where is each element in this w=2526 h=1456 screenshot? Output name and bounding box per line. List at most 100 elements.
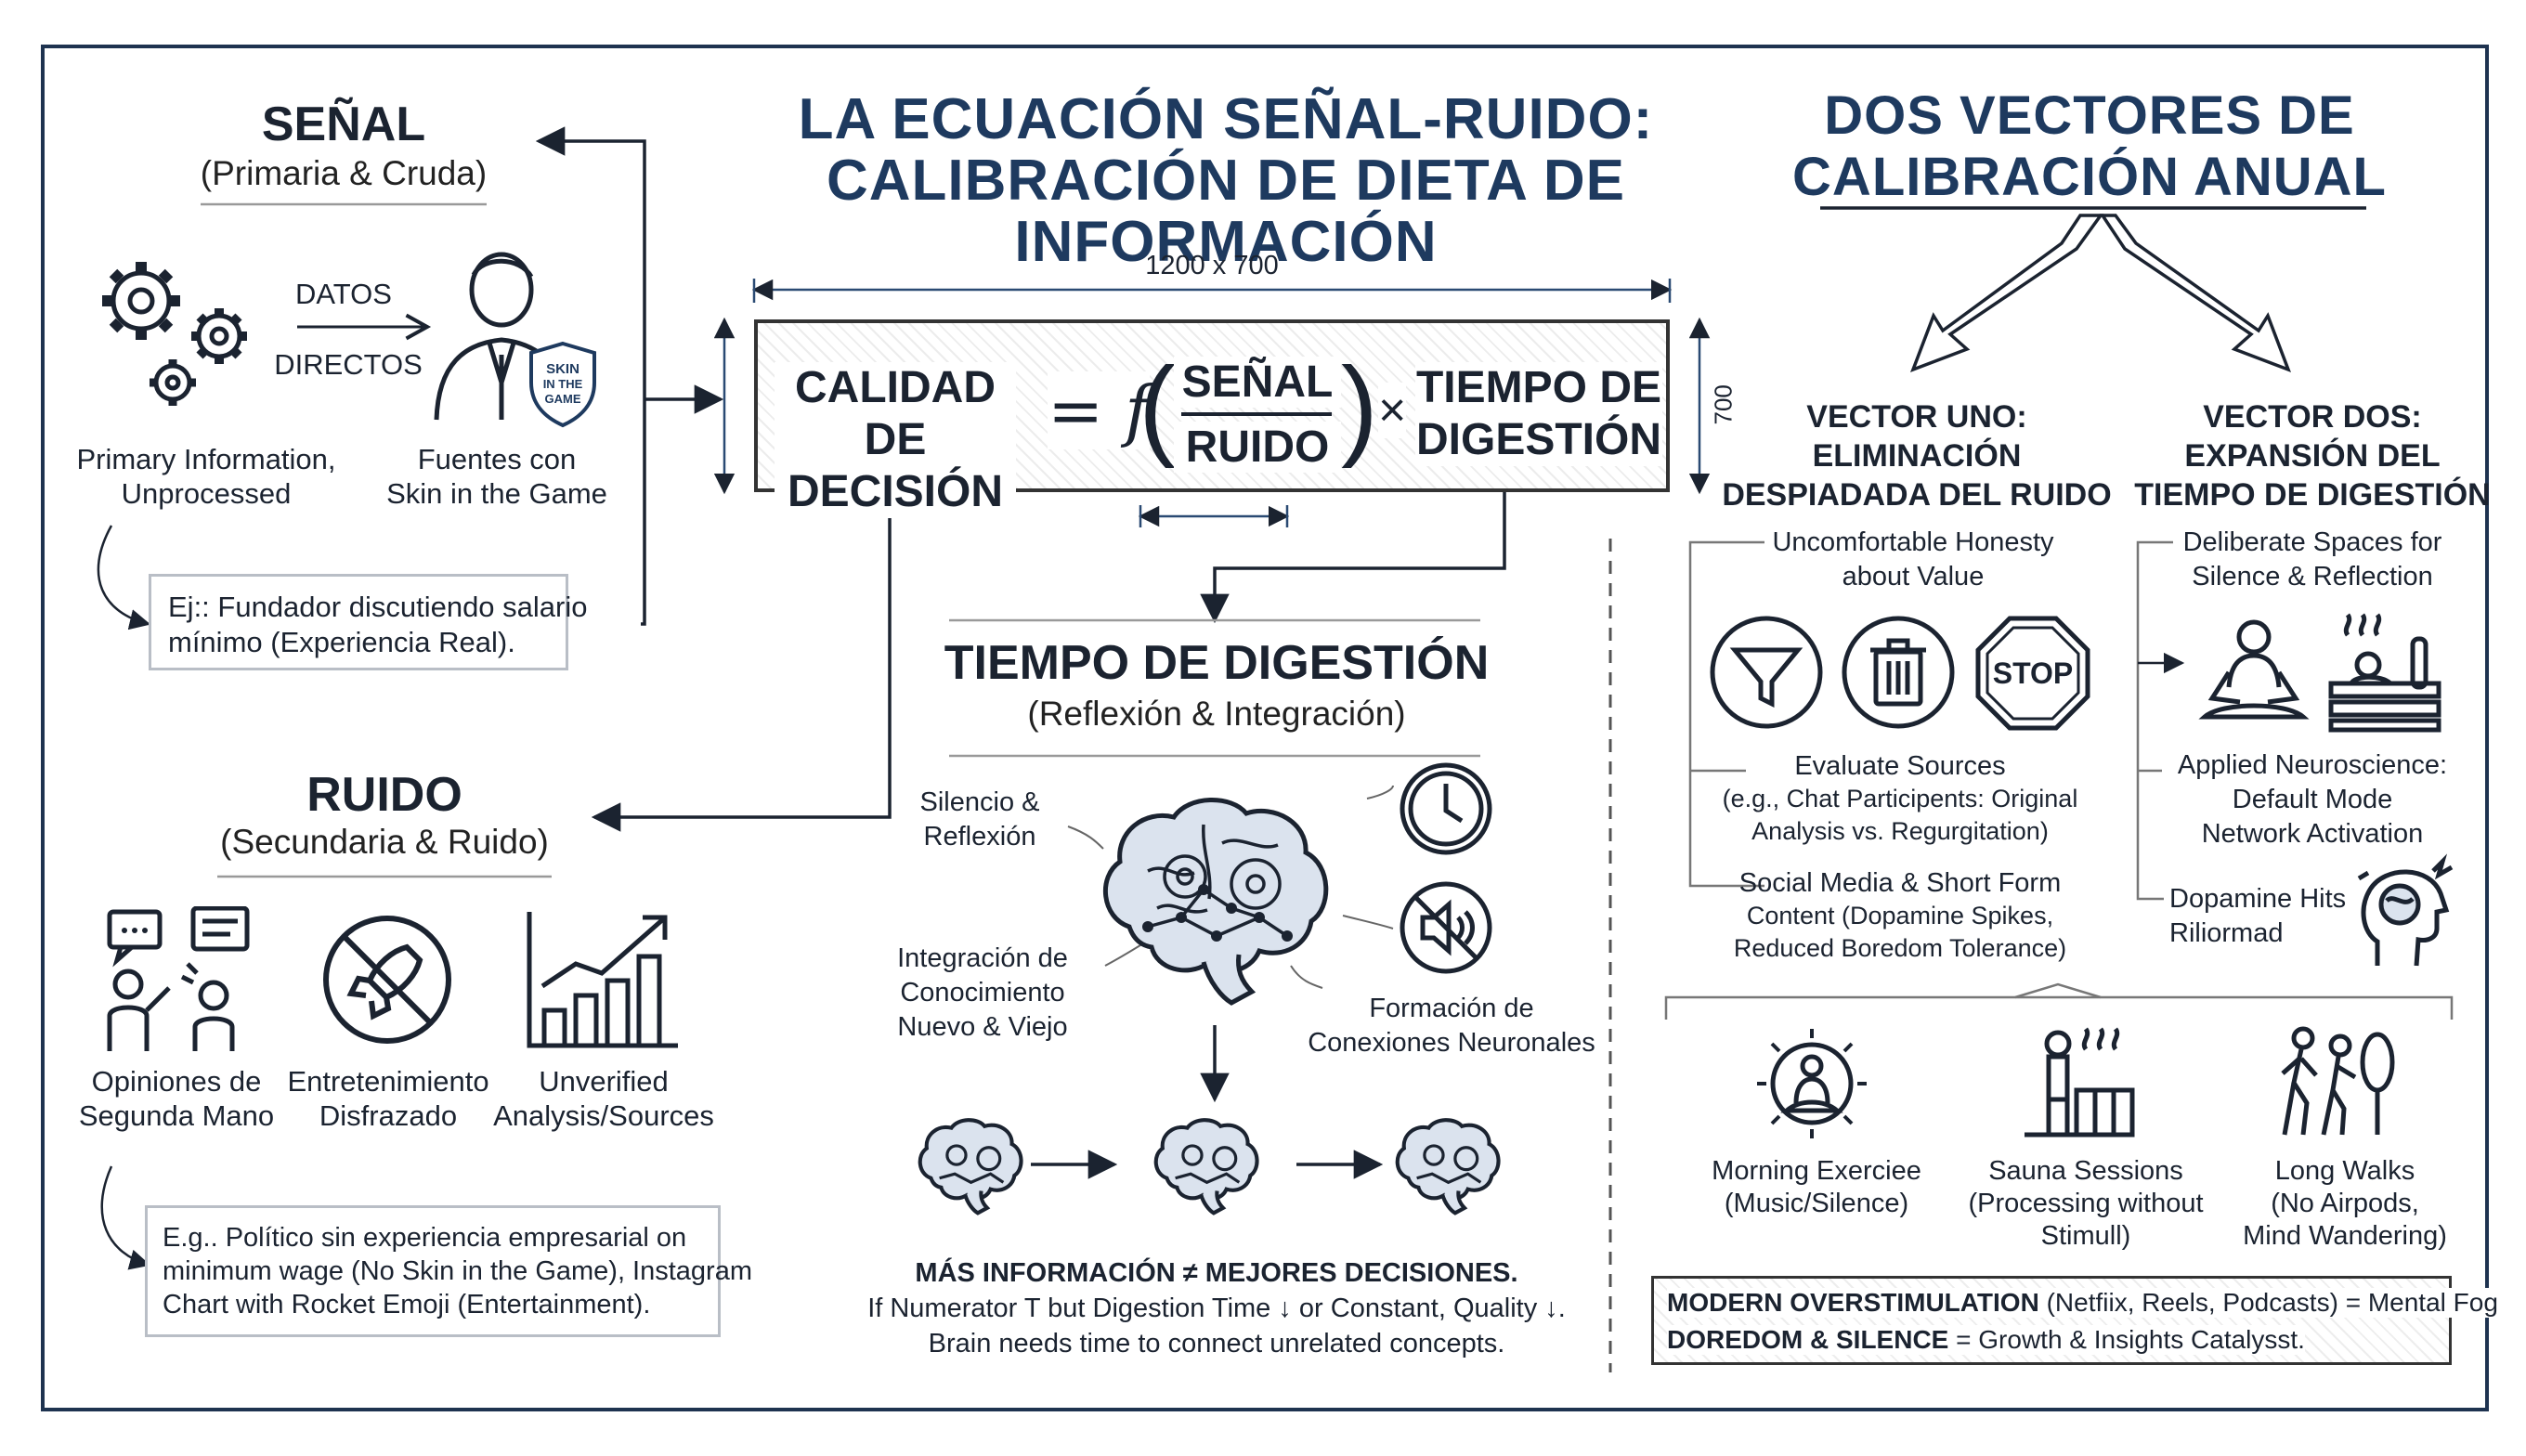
head-brain-icon xyxy=(2357,853,2454,967)
formula-box: CALIDAD DE DECISIÓN = f ( SEÑAL RUIDO ) … xyxy=(754,319,1670,518)
noise-example-3: Chart with Rocket Emoji (Entertainment). xyxy=(163,1290,651,1320)
arrow-to-noise xyxy=(591,492,892,832)
digestion-note-3: Brain needs time to connect unrelated co… xyxy=(928,1329,1505,1358)
primary-caption-1: Primary Information, xyxy=(76,443,336,475)
digestion-note-2: If Numerator T but Digestion Time ↓ or C… xyxy=(867,1294,1566,1323)
funnel-icon xyxy=(1710,616,1823,729)
v1-item-3: Social Media & Short Form Content (Dopam… xyxy=(1705,867,2095,965)
v1-item-3-l3: Reduced Boredom Tolerance) xyxy=(1733,934,2067,962)
practice-3-l1: Long Walks xyxy=(2274,1156,2415,1186)
v2-item-3: Dopamine Hits Riliormad xyxy=(2169,882,2374,951)
v2-item-1-l2: Silence & Reflection xyxy=(2192,562,2433,592)
vector-one-title-3: DESPIADADA DEL RUIDO xyxy=(1722,477,2112,513)
v1-item-2-l1: Evaluate Sources xyxy=(1794,751,2006,781)
v2-item-3-l1: Dopamine Hits xyxy=(2169,884,2347,914)
v1-item-1-l2: about Value xyxy=(1842,562,1985,592)
v2-item-2-l1: Applied Neuroscience: xyxy=(2177,750,2448,780)
paren-left: ( xyxy=(1139,344,1176,469)
sauna-icon xyxy=(2328,613,2441,733)
vector-one-title-1: VECTOR UNO: xyxy=(1806,399,2027,435)
digestion-note-1: MÁS INFORMACIÓN ≠ MEJORES DECISIONES. xyxy=(915,1258,1518,1288)
formula-left-2: DECISIÓN xyxy=(787,467,1004,516)
formation-label: Formación de Conexiones Neuronales xyxy=(1308,992,1595,1060)
v1-item-1: Uncomfortable Honesty about Value xyxy=(1746,526,2080,594)
formula-right-1: TIEMPO DE xyxy=(1415,363,1662,412)
primary-caption: Primary Information, Unprocessed xyxy=(67,442,345,511)
badge-text-2: IN THE xyxy=(543,377,583,391)
mute-icon xyxy=(1400,881,1492,974)
v1-item-3-l2: Content (Dopamine Spikes, xyxy=(1746,902,2054,930)
integration-label-2: Conocimiento xyxy=(900,978,1065,1008)
v2-item-2-l2: Default Mode xyxy=(2232,785,2393,814)
v1-item-1-l1: Uncomfortable Honesty xyxy=(1772,527,2054,557)
practice-2-l1: Sauna Sessions xyxy=(1988,1156,2183,1186)
noise-item-1-l1: Opiniones de xyxy=(91,1065,262,1098)
fraction-bar xyxy=(1181,412,1332,416)
primary-caption-2: Unprocessed xyxy=(121,477,292,510)
v2-item-1-l1: Deliberate Spaces for xyxy=(2182,527,2442,557)
stop-sign-icon: STOP xyxy=(1975,616,2090,731)
practice-3: Long Walks (No Airpods, Mind Wandering) xyxy=(2229,1155,2461,1253)
practice-1-l2: (Music/Silence) xyxy=(1724,1189,1909,1218)
footer-line-2-bold: DOREDOM & SILENCE xyxy=(1667,1325,1949,1354)
practice-2: Sauna Sessions (Processing without Stimu… xyxy=(1956,1155,2216,1253)
badge-text-1: SKIN xyxy=(546,361,579,377)
formation-label-2: Conexiones Neuronales xyxy=(1308,1028,1595,1058)
signal-title: SEÑAL xyxy=(261,98,426,151)
vectors-title-2: CALIBRACIÓN ANUAL xyxy=(1792,147,2387,207)
formation-label-1: Formación de xyxy=(1369,994,1534,1023)
noise-item-1: Opiniones de Segunda Mano xyxy=(65,1064,288,1133)
v2-item-2-l3: Network Activation xyxy=(2201,819,2424,849)
footer-box: MODERN OVERSTIMULATION (Netfiix, Reels, … xyxy=(1651,1276,2498,1365)
v1-item-2-l2: (e.g., Chat Participents: Original xyxy=(1722,785,2078,812)
practice-1: Morning Exerciee (Music/Silence) xyxy=(1696,1155,1937,1220)
arrow-to-digestion xyxy=(1200,492,1506,624)
meditation-icon xyxy=(2198,619,2310,720)
noise-subtitle: (Secundaria & Ruido) xyxy=(220,823,549,861)
trash-icon xyxy=(1842,616,1955,729)
vector-one-title-2: ELIMINACIÓN xyxy=(1812,438,2022,474)
main-title-line1: LA ECUACIÓN SEÑAL-RUIDO: xyxy=(798,87,1654,151)
footer-line-1-rest: (Netfiix, Reels, Podcasts) = Mental Fog xyxy=(2038,1288,2498,1317)
practice-2-l2: (Processing without xyxy=(1968,1189,2204,1218)
digestion-subtitle: (Reflexión & Integración) xyxy=(1027,695,1406,733)
stop-text: STOP xyxy=(1993,656,2074,690)
noise-title: RUIDO xyxy=(306,768,462,822)
small-brain-icon-2 xyxy=(1153,1118,1259,1216)
signal-subtitle: (Primaria & Cruda) xyxy=(200,154,488,192)
silence-label-1: Silencio & xyxy=(919,787,1040,817)
digestion-title: TIEMPO DE DIGESTIÓN xyxy=(944,636,1490,690)
directos-label: DIRECTOS xyxy=(274,348,423,381)
noise-item-2-l1: Entretenimiento xyxy=(287,1065,489,1098)
signal-example-box: Ej:: Fundador discutiendo salario mínimo… xyxy=(149,574,587,670)
signal-example-2: mínimo (Experiencia Real). xyxy=(168,626,515,658)
small-brain-icon-1 xyxy=(918,1118,1023,1216)
practice-3-l2: (No Airpods, xyxy=(2271,1189,2419,1218)
footer-line-1: MODERN OVERSTIMULATION (Netfiix, Reels, … xyxy=(1667,1288,2498,1318)
noise-example-1: E.g.. Político sin experiencia empresari… xyxy=(163,1223,687,1253)
integration-label-3: Nuevo & Viejo xyxy=(897,1012,1068,1042)
signal-example-1: Ej:: Fundador discutiendo salario xyxy=(168,591,588,623)
v2-item-1: Deliberate Spaces for Silence & Reflecti… xyxy=(2164,526,2461,594)
vector-two-title-1: VECTOR DOS: xyxy=(2203,399,2422,435)
vectors-title: DOS VECTORES DE CALIBRACIÓN ANUAL xyxy=(1792,85,2387,208)
datos-label: DATOS xyxy=(295,278,392,310)
formula-equals-f: = f xyxy=(1048,371,1150,449)
formula-numerator: SEÑAL xyxy=(1174,357,1341,408)
noise-example-box: E.g.. Político sin experiencia empresari… xyxy=(145,1205,752,1337)
formula-left: CALIDAD DE DECISIÓN xyxy=(775,362,1016,518)
v1-item-2: Evaluate Sources (e.g., Chat Participent… xyxy=(1696,750,2104,848)
bar-chart-icon xyxy=(527,912,678,1048)
footer-line-1-bold: MODERN OVERSTIMULATION xyxy=(1667,1288,2039,1317)
arrow-to-signal xyxy=(641,399,646,626)
vector-one-title: VECTOR UNO: ELIMINACIÓN DESPIADADA DEL R… xyxy=(1722,397,2112,514)
main-title-line2: CALIBRACIÓN DE DIETA DE INFORMACIÓN xyxy=(827,149,1625,274)
person-icon xyxy=(434,252,569,421)
vector-two-title: VECTOR DOS: EXPANSIÓN DEL TIEMPO DE DIGE… xyxy=(2127,397,2498,514)
noise-item-2: Entretenimiento Disfrazado xyxy=(277,1064,500,1133)
sauna-sessions-icon xyxy=(2025,1027,2135,1138)
noise-item-1-l2: Segunda Mano xyxy=(78,1099,275,1132)
badge-text-3: GAME xyxy=(545,392,581,406)
practice-1-l1: Morning Exerciee xyxy=(1712,1156,1921,1186)
